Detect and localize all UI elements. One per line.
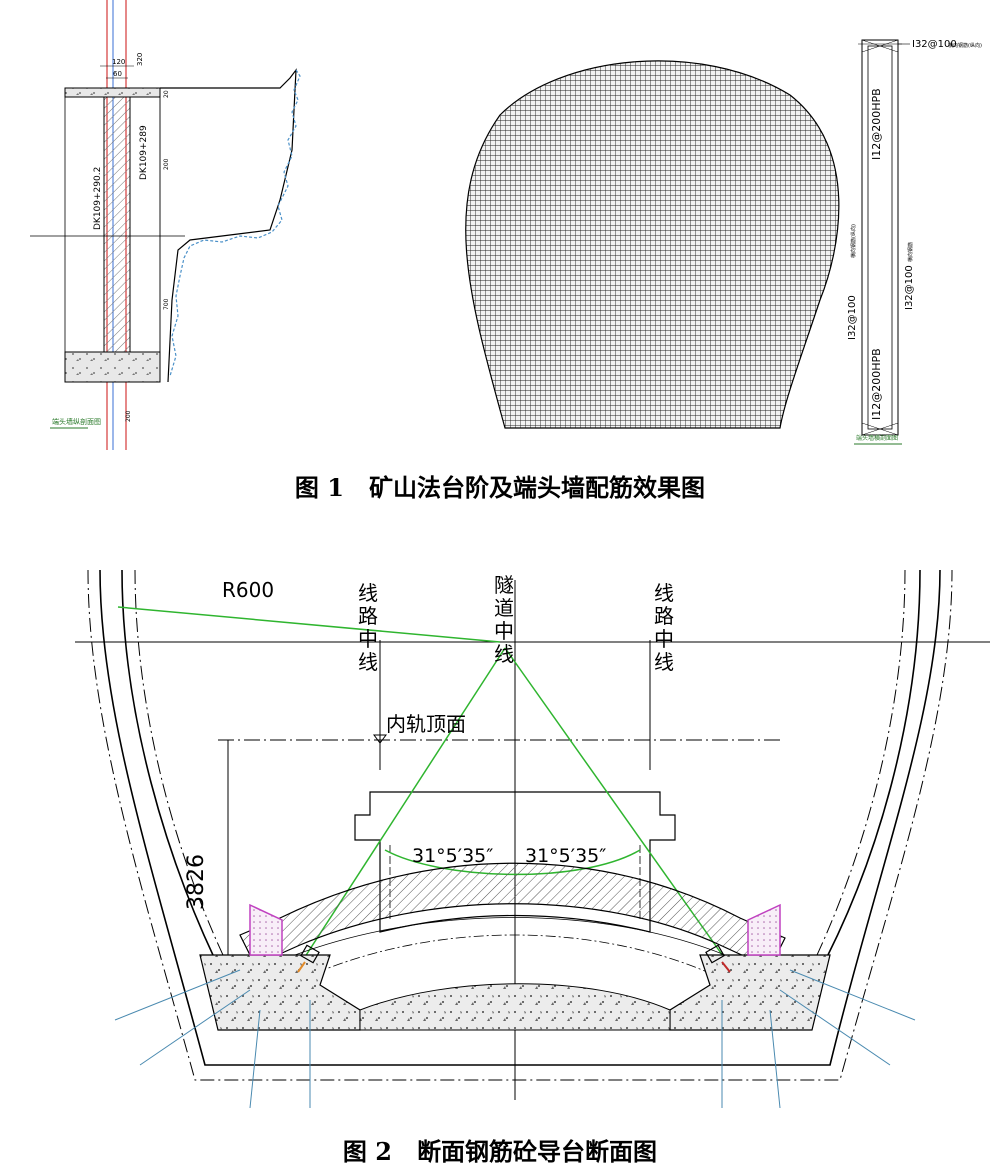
dim-right-1: 20 (163, 90, 170, 98)
right-view-legend: 端头墙横剖面图 (856, 434, 898, 442)
label-top: I32@100 (912, 39, 957, 50)
rebar-label-4: I12@200HPB (870, 348, 883, 420)
left-view-legend: 端头墙纵剖面图 (52, 417, 101, 426)
label-top-note: 横向钢筋(纵向) (948, 42, 982, 49)
figure-1-drawing: 120 60 320 DK109+290.2 DK109+289 20 200 … (30, 0, 982, 450)
dim-top-3: 320 (136, 53, 144, 66)
figure-1: 120 60 320 DK109+290.2 DK109+289 20 200 … (0, 0, 1000, 460)
rebar-label-3: I32@100 (904, 265, 915, 310)
track-bed (354, 791, 676, 933)
figure-2-caption-text: 断面钢筋砼导台断面图 (417, 1137, 658, 1166)
wall-outline (861, 39, 899, 436)
corbel-right (747, 903, 781, 956)
figure-2-caption-number: 图 2 (342, 1137, 392, 1166)
tunnel-dashed-outer (87, 569, 953, 1081)
rebar-label-3-note: 横向钢筋 (907, 242, 914, 262)
tunnel-outline (99, 569, 941, 1066)
mesh-shape (465, 60, 840, 429)
rebar-label-2-note: 横向钢筋(纵向) (850, 224, 857, 258)
line-center-left-text: 线路中线 (358, 581, 378, 674)
tunnel-center-text: 隧道中线 (494, 573, 514, 666)
bottom-slab (64, 351, 161, 383)
leader-lines (114, 969, 916, 1109)
top-slab (64, 87, 161, 98)
tunnel-outer-line (99, 569, 941, 1066)
angle-label-left: 31°5′35″ (412, 845, 493, 867)
guide-platform-right (669, 954, 831, 1031)
angle-label-right: 31°5′35″ (525, 845, 606, 867)
end-wall-mesh-view (465, 60, 840, 429)
tunnel-inner-line-left (121, 569, 226, 981)
station-label-1: DK109+290.2 (93, 167, 103, 230)
guide-platform-middle (359, 983, 671, 1031)
figure-1-caption: 图 1 矿山法台阶及端头墙配筋效果图 (0, 468, 1000, 503)
station-label-2: DK109+289 (139, 125, 149, 180)
figure-1-caption-number: 图 1 (294, 473, 344, 502)
radius-label: R600 (222, 578, 274, 602)
line-center-right-text: 线路中线 (654, 581, 674, 674)
figure-1-caption-text: 矿山法台阶及端头墙配筋效果图 (369, 473, 706, 502)
rail-top-label: 内轨顶面 (386, 712, 466, 736)
radius-line (117, 606, 501, 643)
transverse-section: I32@100 横向钢筋(纵向) I12@200HPB I32@100 横向钢筋… (847, 39, 982, 445)
height-dim-label: 3826 (184, 854, 209, 910)
corbel-left (249, 903, 283, 956)
rebar-label-2: I32@100 (847, 295, 858, 340)
end-wall (103, 96, 131, 353)
dim-right-4: 200 (125, 410, 132, 422)
figure-2-caption: 图 2 断面钢筋砼导台断面图 (0, 1132, 1000, 1167)
dim-right-3: 700 (163, 298, 170, 310)
dim-top-1: 120 (112, 58, 125, 66)
tunnel-inner-line-right (814, 569, 921, 981)
guide-platform-left (199, 954, 361, 1031)
figure-2-drawing: R600 3826 内轨顶面 31°5′35″ 31°5′35″ 线路中线 隧道中… (75, 569, 990, 1109)
rebar-label-1: I12@200HPB (870, 88, 883, 160)
rock-profile (160, 68, 297, 383)
figure-2: R600 3826 内轨顶面 31°5′35″ 31°5′35″ 线路中线 隧道中… (0, 560, 1000, 1120)
dim-right-2: 200 (163, 158, 170, 170)
dim-top-2: 60 (113, 70, 122, 78)
longitudinal-section: 120 60 320 DK109+290.2 DK109+289 20 200 … (30, 0, 301, 450)
